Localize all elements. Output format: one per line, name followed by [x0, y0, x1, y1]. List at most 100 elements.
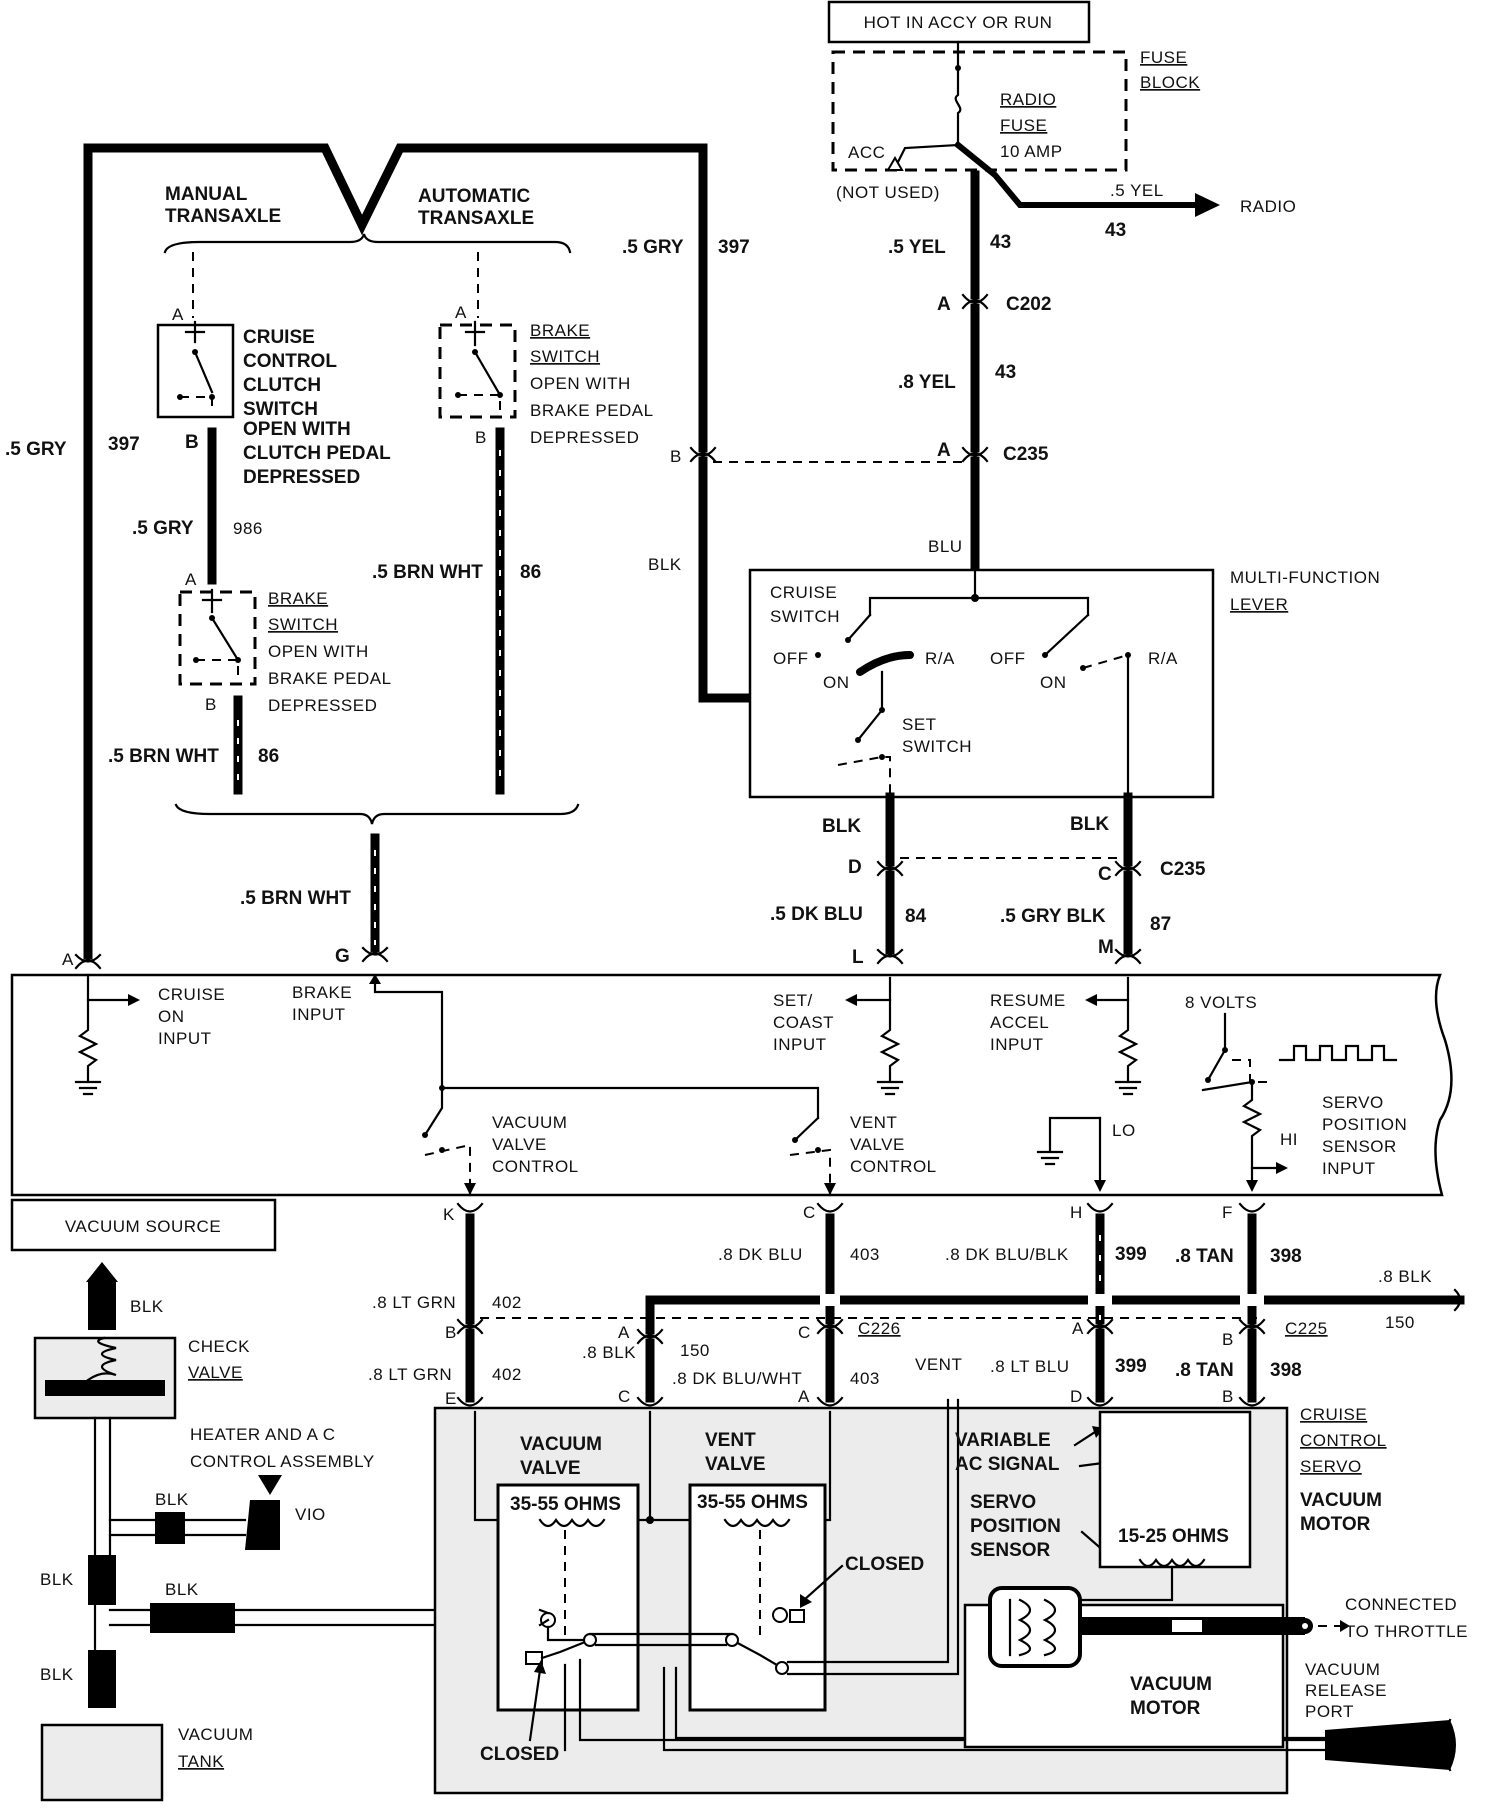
c43a-label: 43	[990, 232, 1011, 253]
c398b-label: 398	[1270, 1360, 1302, 1381]
c398a-label: 398	[1270, 1246, 1302, 1267]
vacuum-tank-label-2: TANK	[178, 1752, 224, 1771]
vent-valve-ctrl-label: VENT	[850, 1113, 897, 1132]
set-switch-label-2: SWITCH	[902, 737, 972, 756]
vent-valve-label: VENT	[705, 1430, 756, 1451]
cruise-switch-label: CRUISE	[770, 583, 837, 602]
clutch-switch-clutch: CLUTCH	[243, 375, 321, 396]
lo-label: LO	[1112, 1121, 1136, 1140]
dkblublk-label: .8 DK BLU/BLK	[945, 1245, 1069, 1264]
mfl-c235: C235	[1160, 859, 1206, 880]
on2-label: ON	[1040, 673, 1067, 692]
pin-h: H	[1070, 1203, 1083, 1222]
throttle-label-2: TO THROTTLE	[1345, 1622, 1468, 1641]
arrow-right-icon	[1195, 193, 1220, 217]
auto-brake-label-4: BRAKE PEDAL	[530, 401, 654, 420]
resume-accel-label: RESUME	[990, 991, 1066, 1010]
vacuum-tank-label: VACUUM	[178, 1725, 253, 1744]
fuse-block-box	[831, 50, 1128, 172]
gry-left-label: .5 GRY	[5, 439, 67, 460]
vacuum-source-box	[10, 1198, 277, 1252]
blk-left-label: BLK	[822, 816, 861, 837]
blk3-label: BLK	[40, 1570, 74, 1589]
servo-sensor-label: SERVO	[970, 1492, 1036, 1513]
ltgrn2-label: .8 LT GRN	[368, 1365, 452, 1384]
variable-label-2: AC SIGNAL	[955, 1454, 1060, 1475]
auto-brake-label-2: SWITCH	[530, 347, 600, 366]
c226-label: C226	[858, 1319, 901, 1338]
gry-397-loop: .5 GRY 397 B BLK .5 GRY 397	[5, 143, 765, 960]
ltgrn1-label: .8 LT GRN	[372, 1293, 456, 1312]
vent-valve-ctrl-label-3: CONTROL	[850, 1157, 937, 1176]
c397-left-label: 397	[108, 434, 140, 455]
servo-sensor-label-3: SENSOR	[970, 1540, 1051, 1561]
auto-brake-label-3: OPEN WITH	[530, 374, 631, 393]
servo-input-label-2: POSITION	[1322, 1115, 1407, 1134]
manual-brake-pin-b: B	[205, 695, 217, 714]
clutch-switch-label: CRUISE CONTROL CLUTCH SWITCH OPEN WITH C…	[243, 327, 391, 488]
radio-fuse-rating: 10 AMP	[1000, 142, 1063, 161]
yel8-label: .8 YEL	[898, 372, 956, 393]
ra1-label: R/A	[925, 649, 955, 668]
acc-label: ACC	[848, 143, 885, 162]
pin-c-lower: C	[803, 1203, 816, 1222]
pin-k: K	[443, 1205, 455, 1224]
c402b-label: 402	[492, 1365, 522, 1384]
vacuum-valve-box	[496, 1483, 640, 1712]
tan398b-label: .8 TAN	[1175, 1360, 1234, 1381]
manual-brake-label-5: DEPRESSED	[268, 696, 377, 715]
clutch-pin-a: A	[172, 305, 184, 324]
check-valve-label-2: VALVE	[188, 1363, 243, 1382]
brake-input-label-2: INPUT	[292, 1005, 346, 1024]
auto-brake-pin-a: A	[455, 303, 467, 322]
mfl-title: MULTI-FUNCTION	[1230, 568, 1380, 587]
cruise-on-label-2: ON	[158, 1007, 185, 1026]
servo-input-label: SERVO	[1322, 1093, 1384, 1112]
module-pin-g: G	[335, 946, 350, 967]
pin-b-c235: B	[670, 447, 682, 466]
manual-label: MANUAL	[165, 184, 248, 205]
pin-e: E	[445, 1389, 457, 1408]
variable-label: VARIABLE	[955, 1430, 1051, 1451]
set-coast-label: SET/	[773, 991, 813, 1010]
heater-label: HEATER AND A C	[190, 1425, 336, 1444]
c397-top-label: 397	[718, 237, 750, 258]
gryblk-label: .5 GRY BLK	[1000, 906, 1106, 927]
hot-label: HOT IN ACCY OR RUN	[864, 13, 1053, 32]
c402a-label: 402	[492, 1293, 522, 1312]
release-port-hose	[1325, 1720, 1456, 1770]
radio-circuit-label: 43	[1105, 220, 1126, 241]
cruise-on-label-3: INPUT	[158, 1029, 212, 1048]
cruise-switch-label-2: SWITCH	[770, 607, 840, 626]
blk5-label: BLK	[40, 1665, 74, 1684]
fuse-block-label-2: BLOCK	[1140, 73, 1200, 92]
check-valve-box	[33, 1336, 177, 1420]
blk-label: BLK	[648, 555, 682, 574]
blk8-label: .8 BLK	[582, 1343, 636, 1362]
c84-label: 84	[905, 906, 927, 927]
volts-label: 8 VOLTS	[1185, 993, 1257, 1012]
c43b-label: 43	[995, 362, 1016, 383]
brn-wht-bottom-label: .5 BRN WHT	[240, 888, 351, 909]
cruise-control-servo: CRUISE CONTROL SERVO VACUUM MOTOR VACUUM…	[433, 1398, 1468, 1795]
radio-fuse-icon	[954, 68, 962, 147]
blk4-label: BLK	[165, 1580, 199, 1599]
release-label: VACUUM	[1305, 1660, 1380, 1679]
c86-label: 86	[520, 562, 541, 583]
pin-b1: B	[445, 1323, 457, 1342]
mfl-pin-d: D	[848, 857, 862, 878]
clutch-switch-cruise: CRUISE	[243, 327, 315, 348]
ltblu-label: .8 LT BLU	[990, 1357, 1069, 1376]
yel-feed: .5 YEL 43 A C202 .8 YEL 43 A C235 BLU	[713, 170, 1051, 575]
power-section: HOT IN ACCY OR RUN FUSE BLOCK RADIO FUSE…	[827, 0, 1296, 241]
c150b-label: 150	[680, 1341, 710, 1360]
pin-b2: B	[1222, 1330, 1234, 1349]
cruise-on-label: CRUISE	[158, 985, 225, 1004]
arrow-up-icon	[86, 1262, 118, 1282]
top-brace	[163, 233, 572, 254]
blu-label: BLU	[928, 537, 963, 556]
vacuum-valve-ctrl-label-3: CONTROL	[492, 1157, 579, 1176]
pin-a1: A	[937, 294, 951, 315]
clutch-switch-control: CONTROL	[243, 351, 337, 372]
